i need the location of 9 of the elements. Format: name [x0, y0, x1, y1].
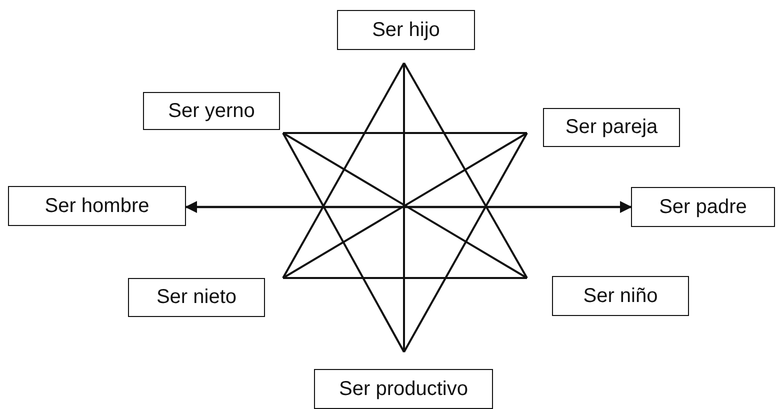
label-box: Ser pareja [543, 108, 680, 147]
label-box: Ser hombre [8, 186, 186, 226]
label-box: Ser nieto [128, 278, 265, 317]
label-box: Ser productivo [314, 369, 493, 409]
label-box: Ser niño [552, 276, 689, 316]
label-box: Ser padre [631, 187, 775, 227]
double-arrow [185, 201, 632, 213]
label-box: Ser hijo [337, 10, 475, 50]
label-box: Ser yerno [143, 92, 280, 130]
